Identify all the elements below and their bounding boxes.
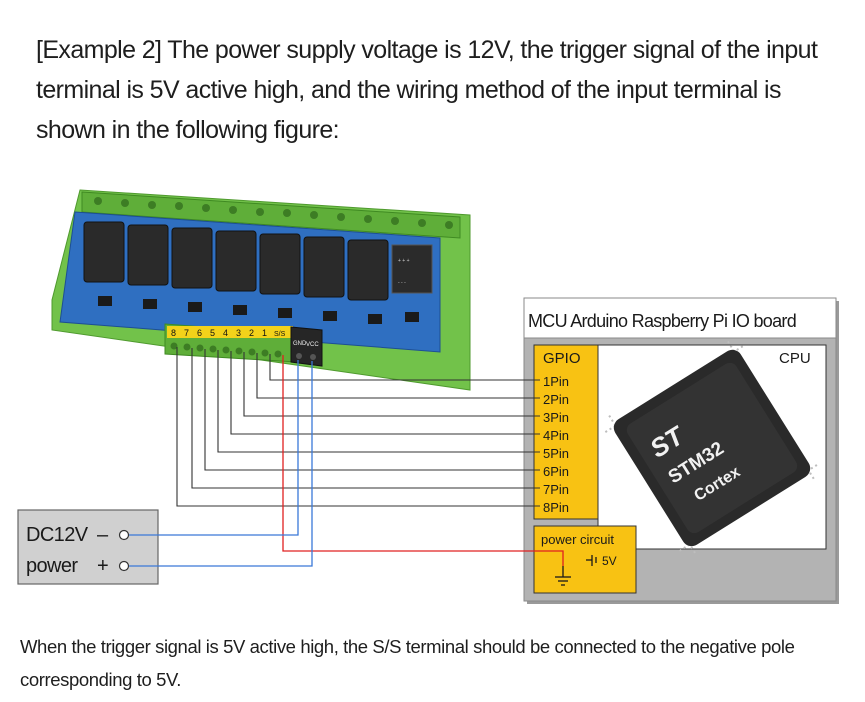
gpio-pin-5: 5Pin bbox=[543, 446, 569, 461]
wire-pin3 bbox=[243, 352, 540, 417]
terminal-label-ss: S/S bbox=[274, 331, 286, 338]
power-circuit-box bbox=[533, 525, 637, 594]
dc-supply-box bbox=[17, 509, 159, 585]
mcu-board: MCU Arduino Raspberry Pi IO board CPU ST… bbox=[523, 297, 839, 604]
terminal-label-3: 3 bbox=[236, 328, 241, 338]
dc-converter-module bbox=[391, 244, 433, 294]
svg-text:+ + +: + + + bbox=[398, 258, 410, 264]
wire-pin4 bbox=[230, 351, 540, 435]
gpio-pin-6: 6Pin bbox=[543, 464, 569, 479]
ground-icon bbox=[555, 566, 571, 586]
terminal-label-1: 1 bbox=[262, 328, 267, 338]
power-terminal-gnd: GND bbox=[293, 341, 307, 347]
terminal-label-4: 4 bbox=[223, 328, 228, 338]
dc-supply-line1: DC12V bbox=[26, 524, 89, 546]
power-terminal-vcc: VCC bbox=[306, 342, 319, 348]
terminal-label-8: 8 bbox=[171, 328, 176, 338]
gpio-column bbox=[533, 344, 599, 520]
dc-supply: DC12V power – + bbox=[17, 509, 159, 585]
wire-pin6 bbox=[204, 349, 540, 471]
mcu-title: MCU Arduino Raspberry Pi IO board bbox=[528, 311, 796, 331]
input-label-strip bbox=[167, 326, 293, 338]
gpio-pin-7: 7Pin bbox=[543, 482, 569, 497]
terminal-label-5: 5 bbox=[210, 328, 215, 338]
terminal-label-6: 6 bbox=[197, 328, 202, 338]
signal-wires bbox=[176, 347, 540, 507]
wire-pin5 bbox=[217, 350, 540, 453]
wire-pin1 bbox=[269, 354, 540, 381]
minus-terminal bbox=[118, 529, 130, 541]
terminal-label-7: 7 bbox=[184, 328, 189, 338]
wire-pin8 bbox=[176, 347, 540, 507]
gpio-pin-1: 1Pin bbox=[543, 374, 569, 389]
relays bbox=[83, 221, 389, 301]
terminal-label-2: 2 bbox=[249, 328, 254, 338]
gpio-pin-8: 8Pin bbox=[543, 500, 569, 515]
wire-pin2 bbox=[256, 353, 540, 399]
minus-sign: – bbox=[97, 524, 109, 546]
mcu-title-bar bbox=[523, 297, 837, 339]
gpio-label: GPIO bbox=[543, 350, 581, 367]
pcb-components bbox=[98, 296, 419, 324]
battery-icon bbox=[586, 555, 597, 566]
voltage-label: 5V bbox=[602, 554, 617, 568]
terminal-labels: 8 7 6 5 4 3 2 1 S/S bbox=[171, 328, 286, 338]
plus-sign: + bbox=[97, 555, 109, 577]
wire-pin7 bbox=[191, 348, 540, 489]
input-terminal-screws bbox=[170, 342, 282, 358]
dc-supply-line2: power bbox=[26, 555, 78, 577]
wire-gnd-to-dc-minus bbox=[129, 360, 299, 536]
cpu-label: CPU bbox=[779, 350, 811, 367]
gpio-pin-3: 3Pin bbox=[543, 410, 569, 425]
power-circuit-label: power circuit bbox=[541, 532, 614, 547]
gpio-pin-2: 2Pin bbox=[543, 392, 569, 407]
wire-vcc-to-dc-plus bbox=[129, 361, 313, 567]
heading: [Example 2] The power supply voltage is … bbox=[36, 36, 818, 144]
relay-board: + + + - - - 8 7 6 5 4 3 2 1 S/S bbox=[51, 189, 471, 391]
plus-terminal bbox=[118, 560, 130, 572]
stm32-chip: ST STM32 Cortex bbox=[604, 340, 820, 556]
top-terminal-screws bbox=[94, 197, 453, 229]
svg-text:- - -: - - - bbox=[398, 280, 406, 286]
gpio-pin-4: 4Pin bbox=[543, 428, 569, 443]
caption: When the trigger signal is 5V active hig… bbox=[20, 636, 795, 690]
gpio-pins: 1Pin 2Pin 3Pin 4Pin 5Pin 6Pin 7Pin 8Pin bbox=[543, 374, 569, 515]
wire-ss-to-5v-negative bbox=[282, 355, 564, 566]
